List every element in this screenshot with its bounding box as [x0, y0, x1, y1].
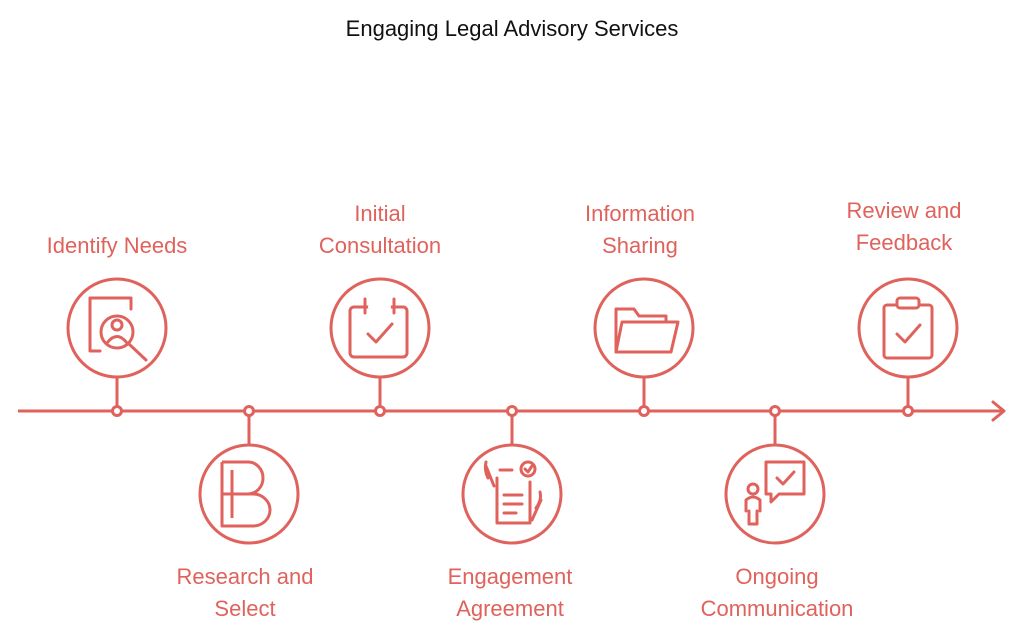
- step-node: [243, 405, 255, 417]
- step-label-identify-needs: Identify Needs: [46, 233, 188, 258]
- step-initial-consultation: [329, 277, 431, 417]
- step-label-review-and-feedback: Review and Feedback: [846, 198, 962, 255]
- step-node: [374, 405, 386, 417]
- step-icon-circle: [724, 443, 826, 545]
- step-research-and-select: [198, 405, 300, 545]
- step-identify-needs: [66, 277, 168, 417]
- calendar-check-icon: [348, 297, 409, 359]
- search-person-icon: [88, 296, 148, 362]
- step-icon-circle: [66, 277, 168, 379]
- step-label-information-sharing: Information Sharing: [584, 201, 696, 258]
- person-chat-icon: [744, 460, 806, 526]
- step-icon-circle: [329, 277, 431, 379]
- step-icon-circle: [593, 277, 695, 379]
- letter-b-icon: [220, 460, 272, 528]
- diagram-title: Engaging Legal Advisory Services: [345, 16, 679, 41]
- step-review-and-feedback: [857, 277, 959, 417]
- folder-icon: [614, 307, 680, 354]
- clipboard-check-icon: [882, 296, 934, 360]
- step-label-engagement-agreement: Engagement Agreement: [447, 564, 573, 621]
- step-node: [111, 405, 123, 417]
- signed-document-icon: [483, 460, 543, 525]
- step-icon-circle: [857, 277, 959, 379]
- step-label-initial-consultation: Initial Consultation: [318, 201, 442, 258]
- step-node: [506, 405, 518, 417]
- step-information-sharing: [593, 277, 695, 417]
- step-node: [902, 405, 914, 417]
- step-engagement-agreement: [461, 405, 563, 545]
- step-ongoing-communication: [724, 405, 826, 545]
- step-node: [769, 405, 781, 417]
- step-node: [638, 405, 650, 417]
- timeline-arrowhead: [991, 400, 1006, 422]
- step-label-ongoing-communication: Ongoing Communication: [700, 564, 854, 621]
- step-label-research-and-select: Research and Select: [176, 564, 314, 621]
